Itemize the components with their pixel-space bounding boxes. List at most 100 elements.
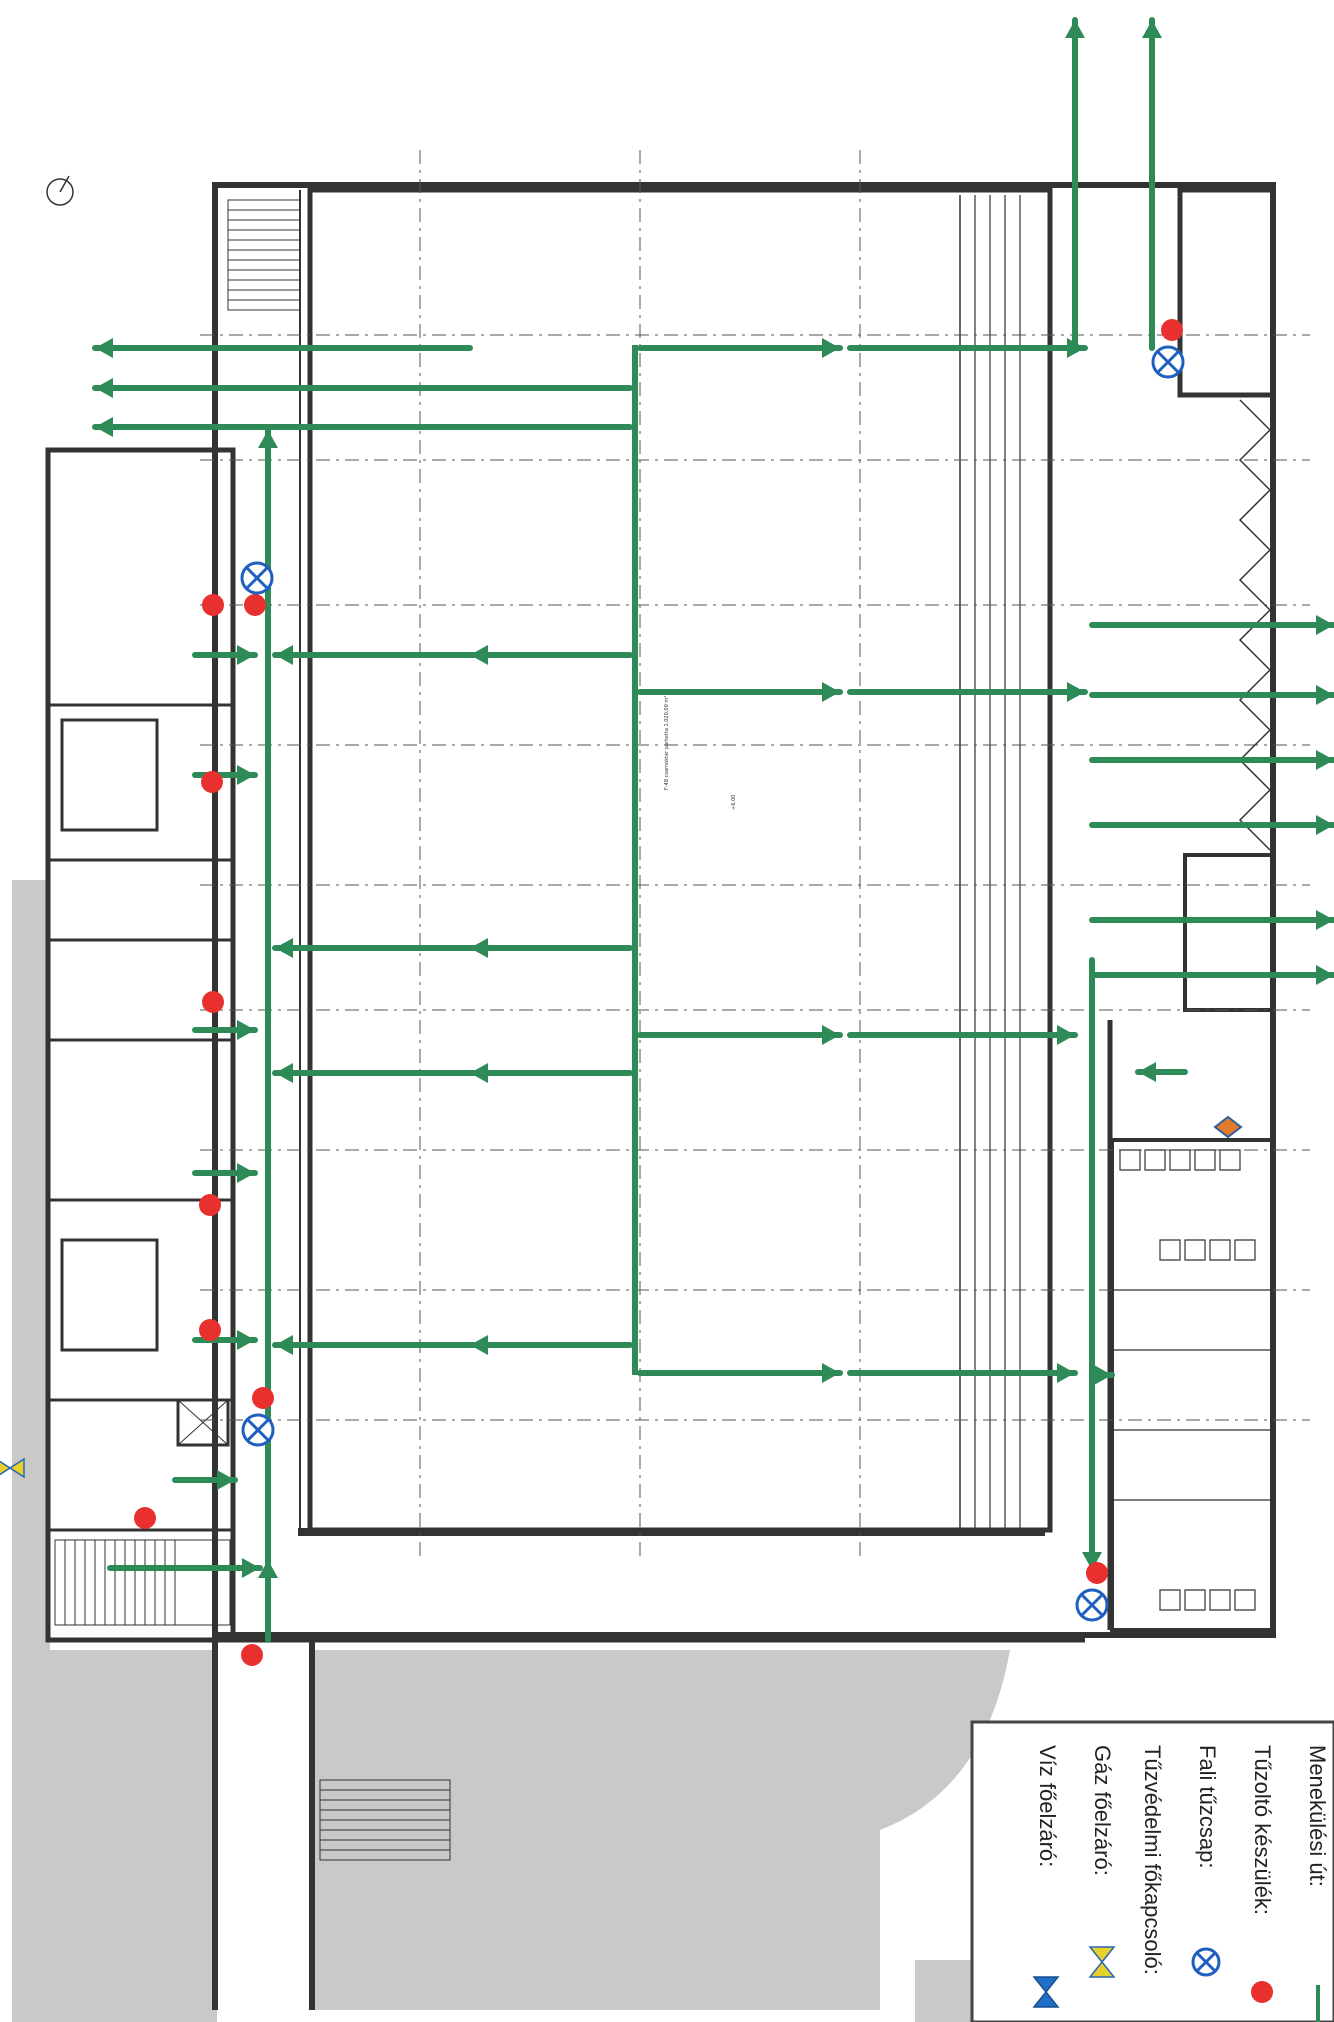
elevator [176, 1398, 230, 1447]
fire-extinguisher-icon [252, 1387, 274, 1409]
legend-label-escape-route: Menekülési út: [1305, 1745, 1330, 1887]
escape-route-arrow [92, 417, 633, 437]
right-top-room [1177, 187, 1276, 398]
annex-partitions [50, 703, 235, 1532]
shaded-area-bottom-right [915, 1960, 975, 2022]
escape-route-arrow [1089, 615, 1334, 635]
escape-route-arrow [1082, 957, 1102, 1573]
escape-route-arrow [1089, 965, 1334, 985]
escape-route-arrow [172, 1470, 238, 1490]
fixture-row [1159, 1589, 1256, 1611]
legend: Menekülési út: Tűzoltó készülék: Fali tű… [970, 1720, 1334, 2022]
escape-route-arrow [847, 682, 1088, 702]
hydrant-icon [241, 1413, 275, 1447]
stair-top-left [227, 199, 301, 311]
escape-route-arrow [192, 645, 258, 665]
escape-route-arrow [637, 338, 843, 358]
left-annex-wall [45, 447, 236, 1643]
fire-extinguisher-icon [244, 594, 266, 616]
level-label: +6.00 [731, 795, 737, 810]
escape-route-arrow [1089, 815, 1334, 835]
fixture-row [1159, 1239, 1256, 1261]
hydrant-icon [1151, 345, 1185, 379]
escape-route-arrow [192, 1330, 258, 1350]
fire-extinguisher-icon [1161, 319, 1183, 341]
fire-extinguisher-icon [134, 1507, 156, 1529]
escape-route-arrow [1135, 1062, 1188, 1082]
fire-extinguisher-icon [1251, 1981, 1273, 2003]
fixture-row [1119, 1149, 1241, 1171]
fire-extinguisher-icon [201, 771, 223, 793]
hall-label-group: F-48 csarnoktér parketta 1.020,00 m² +6.… [663, 696, 737, 810]
escape-route-arrow [847, 1025, 1078, 1045]
legend-item-water-valve: Víz főelzáró: [1032, 1745, 1060, 2008]
escape-route-arrow [1089, 750, 1334, 770]
legend-label-gas-valve: Gáz főelzáró: [1090, 1745, 1115, 1876]
legend-label-hydrant: Fali tűzcsap: [1195, 1745, 1220, 1869]
shaded-areas [12, 880, 1010, 2022]
escape-route-arrow [637, 1363, 843, 1383]
escape-route-arrow [1142, 17, 1162, 351]
shaded-area-left [12, 880, 50, 1650]
escape-route-arrow [467, 938, 633, 958]
legend-label-extinguisher: Tűzoltó készülék: [1250, 1745, 1275, 1915]
fire-extinguishers [134, 319, 1183, 1666]
building-walls [45, 182, 1276, 2010]
shaded-area-bottom-center [315, 1650, 1010, 2010]
escape-route-arrow [637, 682, 843, 702]
escape-route-arrow [92, 338, 473, 358]
main-fire-switch-icon [1213, 1115, 1243, 1139]
room-box [60, 718, 159, 832]
fire-extinguisher-icon [241, 1644, 263, 1666]
legend-item-main-switch: Tűzvédelmi főkapcsoló: [1140, 1745, 1165, 1975]
gas-valve-legend-icon [1088, 1946, 1116, 1978]
elevator-x [177, 1399, 229, 1446]
water-valve-legend-icon [1032, 1976, 1060, 2008]
wall-hydrants [240, 345, 1185, 1622]
room-box [60, 1238, 159, 1352]
escape-route-arrow [192, 1020, 258, 1040]
wc-fixtures [1112, 1149, 1272, 1611]
escape-route-arrow [192, 1163, 258, 1183]
legend-item-gas-valve: Gáz főelzáró: [1088, 1745, 1116, 1978]
stair-treads [228, 209, 300, 301]
stair-bottom-left [54, 1539, 231, 1626]
right-wc-block [1110, 1138, 1274, 1632]
hydrant-icon [240, 561, 274, 595]
north-arrow-icon [46, 175, 74, 206]
structural-grid [200, 150, 1310, 1560]
gas-valve-icon [0, 1457, 25, 1479]
legend-item-escape-route: Menekülési út: [1305, 1745, 1330, 2022]
fire-extinguisher-icon [199, 1194, 221, 1216]
escape-route-arrow [1089, 910, 1334, 930]
stair-treads [64, 1540, 176, 1625]
staircases [54, 199, 451, 1861]
legend-label-water-valve: Víz főelzáró: [1035, 1745, 1060, 1867]
escape-route-arrow [467, 645, 633, 665]
stair-treads [320, 1789, 450, 1851]
fire-extinguisher-icon [202, 594, 224, 616]
right-mid-room [1183, 853, 1275, 1012]
outer-wall-main [212, 182, 1276, 1638]
escape-route-arrow [272, 1063, 473, 1083]
legend-box [970, 1720, 1334, 2022]
escape-route-arrow [637, 1025, 843, 1045]
hydrant-icon [1075, 1588, 1109, 1622]
legend-label-main-switch: Tűzvédelmi főkapcsoló: [1140, 1745, 1165, 1975]
escape-route-arrow [1089, 1365, 1115, 1385]
fire-extinguisher-icon [202, 991, 224, 1013]
fire-extinguisher-icon [1086, 1562, 1108, 1584]
escape-route-arrow [272, 645, 473, 665]
escape-routes [92, 17, 1334, 1643]
escape-route-arrow [92, 378, 633, 398]
escape-route-arrow [467, 1335, 633, 1355]
fire-extinguisher-icon [199, 1319, 221, 1341]
shaded-area-bottom-left [12, 1650, 217, 2022]
escape-route-arrow [1065, 17, 1085, 351]
escape-route-arrow [272, 938, 473, 958]
hydrant-icon [1191, 1947, 1221, 1977]
legend-item-extinguisher: Tűzoltó készülék: [1250, 1745, 1275, 2003]
escape-route-arrow [467, 1063, 633, 1083]
escape-route-arrow [847, 1363, 1078, 1383]
